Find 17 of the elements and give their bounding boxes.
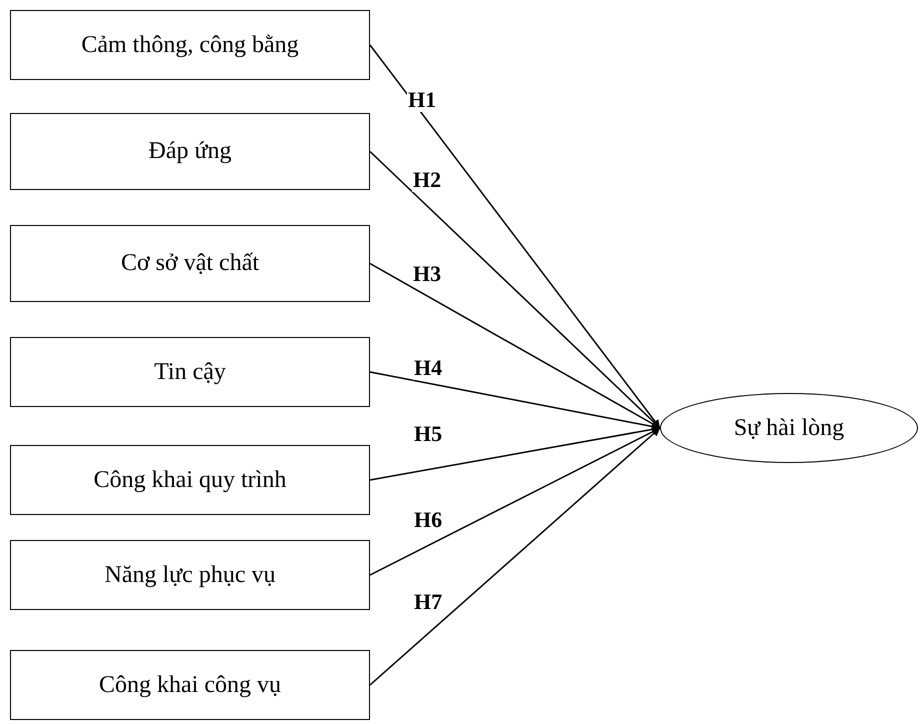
node-label: Cơ sở vật chất bbox=[120, 250, 260, 277]
node-label: Đáp ứng bbox=[148, 138, 232, 165]
factor-box bbox=[10, 445, 370, 515]
factor-box bbox=[10, 225, 370, 302]
factor-box bbox=[10, 113, 370, 190]
node-label: Năng lực phục vụ bbox=[104, 562, 276, 588]
node-label: Tin cậy bbox=[154, 358, 226, 386]
factor-box bbox=[10, 650, 370, 720]
node-label: Cảm thông, công bằng bbox=[81, 32, 299, 58]
node-label: Sự hài lòng bbox=[734, 414, 844, 442]
arrow bbox=[370, 427, 660, 686]
factor-box bbox=[10, 10, 370, 80]
factor-box bbox=[10, 337, 370, 407]
node-label: Công khai công vụ bbox=[99, 672, 281, 698]
node-label: Công khai quy trình bbox=[94, 466, 286, 494]
factor-box bbox=[10, 540, 370, 610]
arrow bbox=[369, 44, 661, 428]
